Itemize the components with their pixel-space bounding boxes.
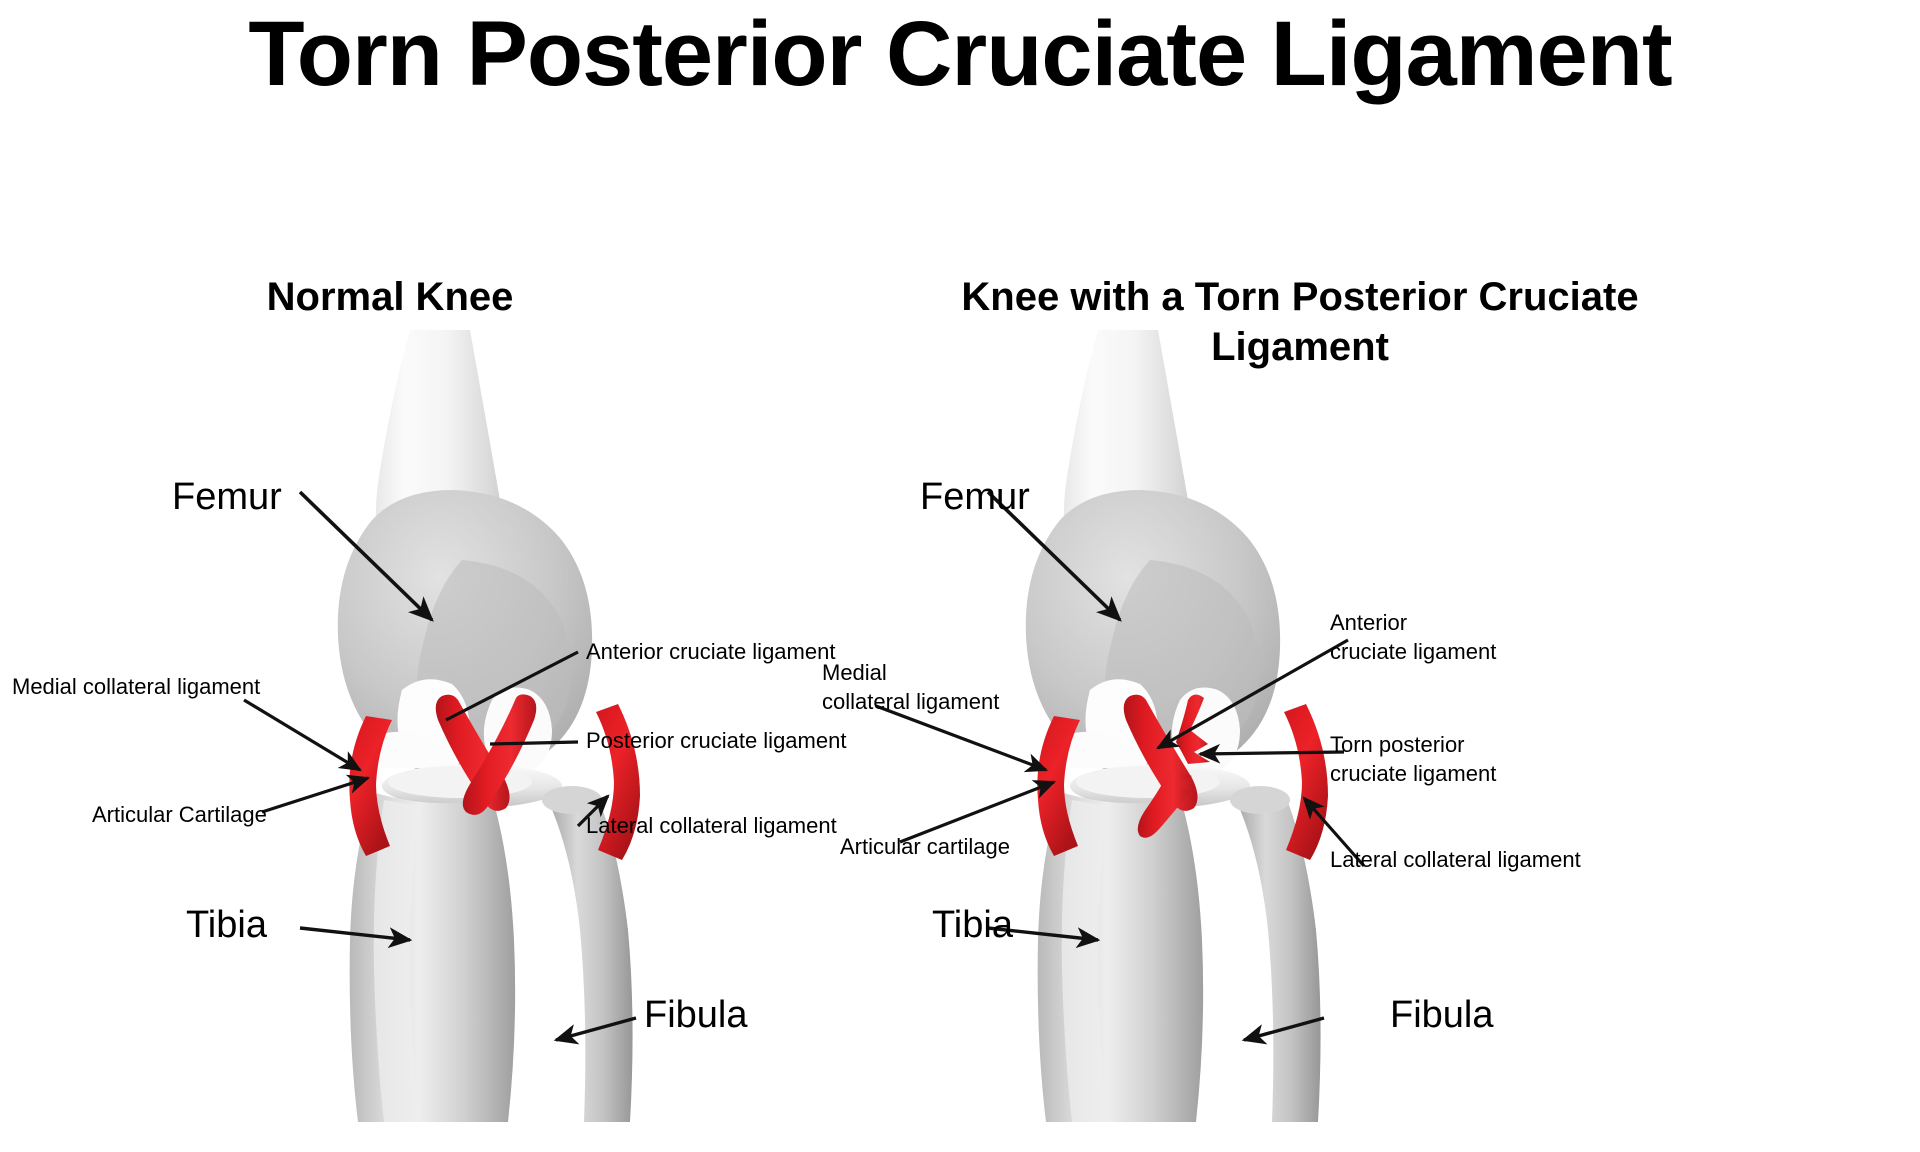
label-femur-normal: Femur <box>172 476 282 518</box>
panel-torn-knee <box>960 0 1920 1152</box>
heading-torn-knee: Knee with a Torn Posterior Cruciate Liga… <box>961 275 1639 369</box>
label-posterior-cruciate-ligament-normal: Posterior cruciate ligament <box>586 728 847 753</box>
label-medial-collateral-ligament-torn: Medial collateral ligament <box>822 660 1000 715</box>
label-lateral-collateral-ligament-torn: Lateral collateral ligament <box>1330 847 1581 872</box>
label-tibia-normal: Tibia <box>186 904 267 946</box>
label-torn-posterior-cruciate-ligament: Torn posterior cruciate ligament <box>1330 732 1497 787</box>
label-tibia-torn: Tibia <box>932 904 1013 946</box>
label-anterior-cruciate-ligament-normal: Anterior cruciate ligament <box>586 639 836 664</box>
label-fibula-normal: Fibula <box>644 994 748 1036</box>
label-articular-cartilage-torn: Articular cartilage <box>840 834 1010 859</box>
panel-normal-knee <box>0 0 960 1152</box>
label-articular-cartilage-normal: Articular Cartilage <box>92 802 267 827</box>
page-title: Torn Posterior Cruciate Ligament <box>248 3 1672 105</box>
label-anterior-cruciate-ligament-torn: Anterior cruciate ligament <box>1330 610 1497 665</box>
label-fibula-torn: Fibula <box>1390 994 1494 1036</box>
heading-normal-knee: Normal Knee <box>266 275 514 319</box>
label-femur-torn: Femur <box>920 476 1030 518</box>
label-lateral-collateral-ligament-normal: Lateral collateral ligament <box>586 813 837 838</box>
label-medial-collateral-ligament-normal: Medial collateral ligament <box>12 674 261 699</box>
